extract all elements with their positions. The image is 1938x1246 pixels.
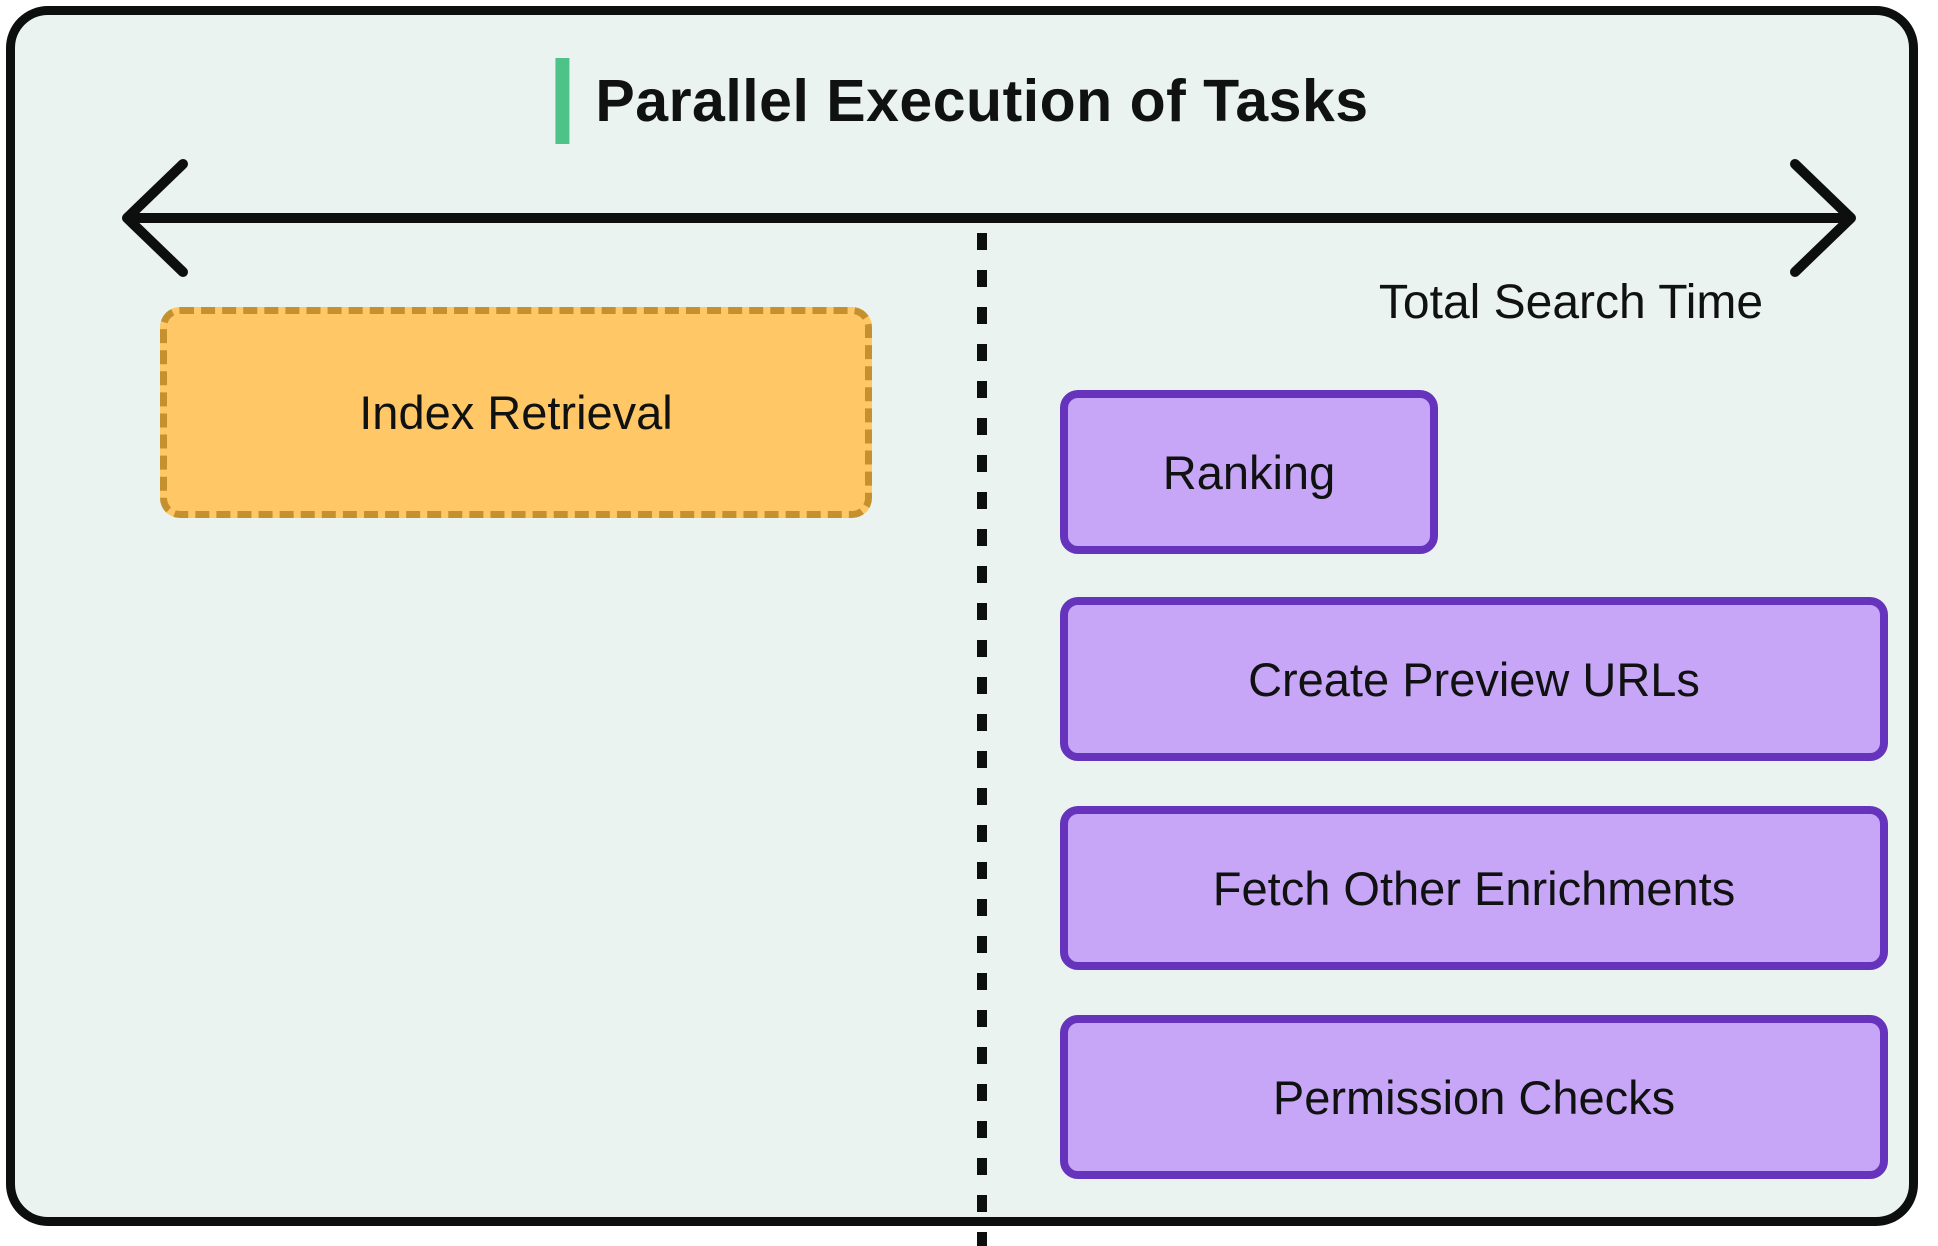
diagram-title: Parallel Execution of Tasks <box>555 55 1368 147</box>
task-box-create-preview-urls: Create Preview URLs <box>1060 597 1888 761</box>
timeline-label: Total Search Time <box>1378 276 1764 329</box>
diagram-canvas: Parallel Execution of Tasks Total Search… <box>6 6 1918 1246</box>
timeline-arrowhead-right <box>1790 159 1856 277</box>
task-box-fetch-other-enrichments: Fetch Other Enrichments <box>1060 806 1888 970</box>
task-box-permission-checks: Permission Checks <box>1060 1015 1888 1179</box>
task-label: Fetch Other Enrichments <box>1212 861 1736 915</box>
timeline-arrowhead-left <box>122 159 188 277</box>
title-accent-bar <box>555 58 570 144</box>
title-text: Parallel Execution of Tasks <box>595 68 1369 134</box>
task-label: Create Preview URLs <box>1248 652 1700 706</box>
task-label: Ranking <box>1162 445 1336 499</box>
task-box-index-retrieval: Index Retrieval <box>160 307 872 518</box>
task-label: Index Retrieval <box>359 386 673 439</box>
task-label: Permission Checks <box>1272 1070 1676 1124</box>
task-box-ranking: Ranking <box>1060 390 1438 554</box>
